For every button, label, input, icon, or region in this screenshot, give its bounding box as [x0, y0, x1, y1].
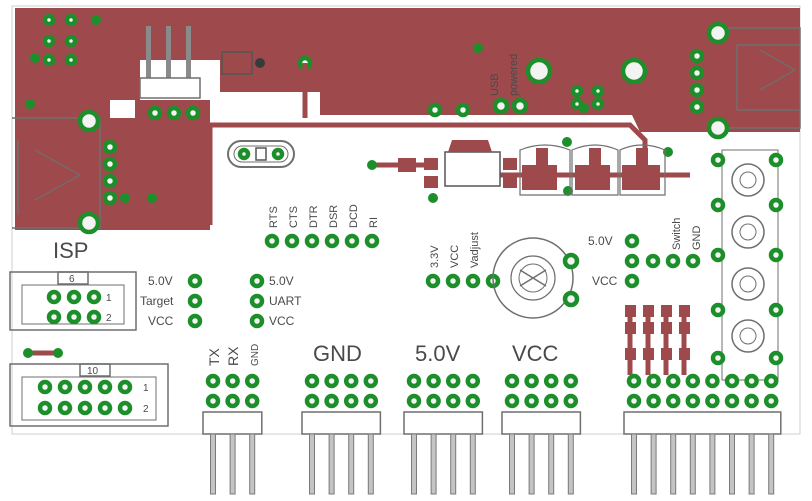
svg-text:2: 2 [106, 313, 112, 324]
vcc-reg-label: VCC [449, 245, 461, 268]
target-label: Target [140, 294, 174, 308]
gnd-switch-label: GND [691, 226, 703, 251]
powered-label: powered [508, 54, 520, 96]
uart-label: UART [269, 294, 302, 308]
v5-group-label: 5.0V [415, 341, 461, 366]
dcd-label: DCD [348, 204, 360, 228]
ri-label: RI [368, 217, 380, 228]
switch-label: Switch [671, 218, 683, 250]
vertical-header-top [139, 26, 201, 121]
gnd-group-label: GND [313, 341, 362, 366]
3v3-label: 3.3V [429, 245, 441, 268]
small-header-4 [570, 84, 605, 111]
capacitors [519, 144, 666, 196]
pushbutton-icon [710, 149, 784, 381]
pin-header-icon [202, 373, 782, 495]
uart-vcc-label: VCC [269, 314, 295, 328]
top-left-header [40, 10, 82, 67]
svg-text:1: 1 [106, 293, 112, 304]
usb-connector-left [12, 109, 118, 235]
dsr-label: DSR [328, 205, 340, 228]
smd-component [221, 51, 313, 75]
isp-connector-6: 6 1 2 [9, 271, 137, 331]
vadjust-header: 3.3V VCC Vadjust [425, 232, 501, 289]
usb-powered-jumper: USB powered [489, 54, 529, 115]
dtr-label: DTR [308, 205, 320, 228]
serial-header: RTS CTS DTR DSR DCD RI [264, 204, 380, 249]
regulator [367, 137, 673, 203]
pot-vcc-label: VCC [592, 274, 618, 288]
svg-text:6: 6 [69, 274, 75, 285]
pot-5v-label: 5.0V [588, 234, 613, 248]
svg-text:10: 10 [87, 366, 99, 377]
tx-label: TX [206, 347, 222, 366]
cts-label: CTS [288, 206, 300, 228]
rts-label: RTS [268, 206, 280, 228]
crystal-icon [227, 140, 295, 168]
potentiometer-icon [492, 237, 580, 319]
isp-connector-10: 10 1 2 [9, 348, 169, 427]
isp-title: ISP [53, 238, 88, 263]
usb-connector-icon [689, 21, 801, 140]
rx-label: RX [225, 346, 241, 366]
vadjust-label: Vadjust [469, 232, 481, 268]
target-header: 5.0V Target VCC [140, 273, 203, 329]
uart-5v-label: 5.0V [269, 274, 294, 288]
vcc-group-label: VCC [512, 341, 559, 366]
uart-header: 5.0V UART VCC [249, 273, 302, 329]
gnd-small-label: GND [250, 344, 261, 366]
resistor-array [625, 305, 690, 360]
target-5v-label: 5.0V [148, 274, 173, 288]
svg-text:2: 2 [143, 404, 149, 415]
copper-pour-top [15, 8, 800, 230]
svg-text:1: 1 [143, 383, 149, 394]
target-vcc-label: VCC [148, 314, 174, 328]
switch-header [645, 253, 701, 269]
usb-label: USB [489, 73, 501, 96]
